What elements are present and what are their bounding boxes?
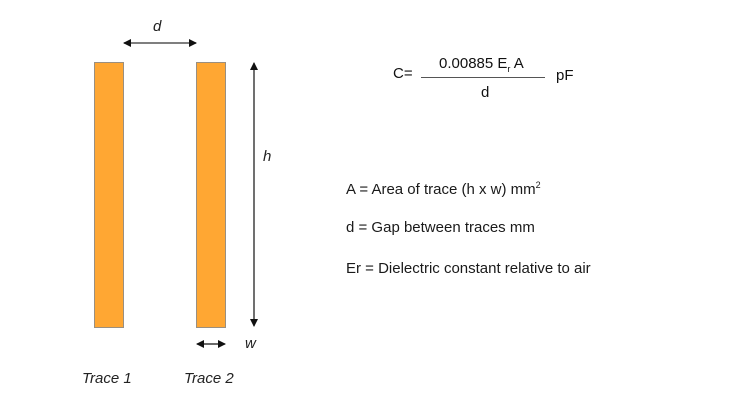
numerator-sub: r [507,64,511,74]
legend-er: Er = Dielectric constant relative to air [346,260,591,277]
trace-2-label: Trace 2 [184,370,234,387]
trace-1-bar [94,62,124,328]
numerator-tail: A [510,55,524,72]
formula-lhs: C= [393,65,413,82]
legend-gap: d = Gap between traces mm [346,219,535,236]
trace-1-label: Trace 1 [82,370,132,387]
legend-area: A = Area of trace (h x w) mm2 [346,180,541,198]
formula-unit: pF [556,67,574,84]
height-label: h [263,148,272,165]
numerator-coeff: 0.00885 E [439,55,508,72]
legend-area-text: A = Area of trace (h x w) mm [346,181,536,198]
width-label: w [245,335,256,352]
formula-denominator: d [481,84,490,101]
trace-2-bar [196,62,226,328]
fraction-line [421,77,545,78]
legend-area-sup: 2 [535,180,541,190]
gap-label: d [153,18,162,35]
formula-numerator: 0.00885 Er A [439,55,524,74]
